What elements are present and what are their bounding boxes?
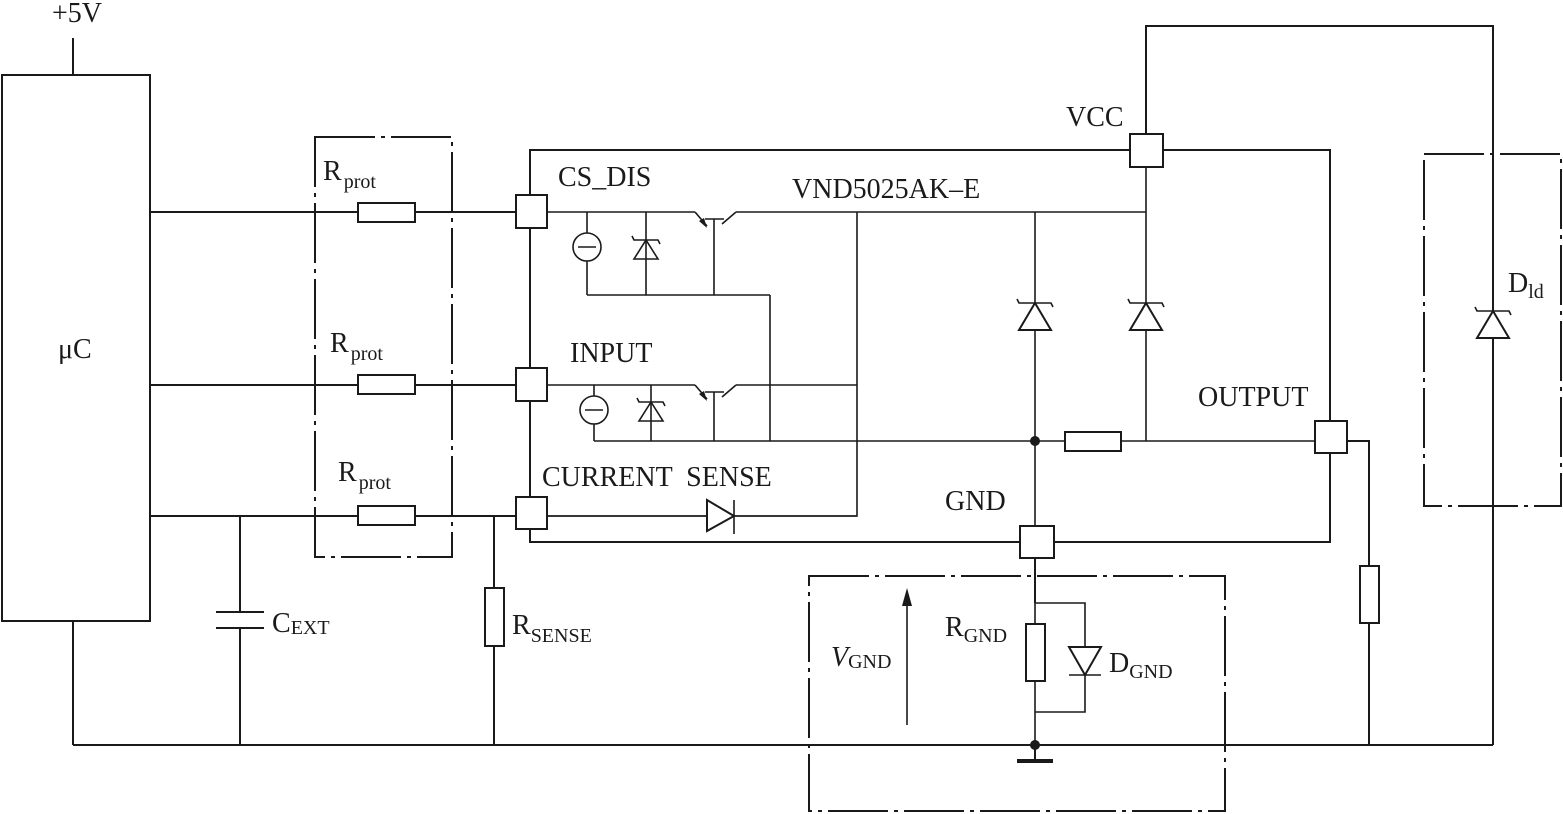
in-zener-icon (637, 400, 665, 422)
device-label: VND5025AK–E (792, 174, 980, 205)
clamp-diode-2-icon (1128, 301, 1164, 331)
output-label: OUTPUT (1198, 382, 1308, 413)
cs-zener-bar (631, 235, 661, 245)
clamp-diode-1-icon (1017, 301, 1053, 331)
vgnd-arrow-icon (902, 588, 912, 606)
sense-diode-icon (706, 498, 737, 533)
cs-zener-icon (632, 238, 660, 260)
dld-enclosure (1423, 153, 1562, 507)
gnd-network-enclosure (808, 575, 1226, 812)
vcc-supply-wire (1145, 25, 1494, 745)
clamp-diode-1-bar (1016, 298, 1054, 308)
cext-label: CEXT (272, 608, 330, 639)
cs-transistor-arrow-icon (699, 218, 707, 228)
output-load-wire (1347, 440, 1370, 566)
rsense-resistor (484, 587, 505, 647)
dgnd-diode-icon (1067, 646, 1103, 678)
in-zener-bar (636, 397, 666, 407)
current-sense-label: CURRENT SENSE (542, 462, 772, 493)
pin-cs-dis (515, 194, 548, 229)
microcontroller-label: μC (58, 334, 92, 365)
pin-input (515, 367, 548, 402)
output-load-resistor (1359, 565, 1380, 624)
pin-vcc (1129, 133, 1164, 168)
cs-transistor-collector (721, 211, 737, 225)
vcc-label: VCC (1066, 102, 1124, 133)
in-transistor-arrow-icon (699, 391, 707, 401)
rprot-enclosure (314, 136, 453, 558)
rprot-resistor-2 (357, 374, 416, 395)
dld-label: Dld (1508, 268, 1544, 303)
in-transistor-collector (721, 384, 737, 398)
pin-output (1314, 420, 1348, 454)
input-label: INPUT (570, 338, 652, 369)
rprot-resistor-1 (357, 202, 416, 223)
device-outline-right (1054, 149, 1331, 543)
pin-current-sense (515, 496, 548, 530)
dld-diode-bar (1474, 306, 1512, 316)
rgnd-resistor (1025, 623, 1046, 682)
dgnd-label: DGND (1109, 648, 1173, 683)
vgnd-label: VGND (831, 642, 891, 673)
internal-resistor (1064, 431, 1122, 452)
device-outline (529, 149, 1130, 543)
pin-gnd (1019, 525, 1055, 559)
dld-diode-icon (1475, 309, 1511, 339)
clamp-diode-2-bar (1127, 298, 1165, 308)
supply-label: +5V (52, 0, 102, 29)
rgnd-label: RGND (945, 612, 1007, 647)
rprot-resistor-3 (357, 505, 416, 526)
rsense-label: RSENSE (512, 610, 592, 647)
gnd-label: GND (945, 486, 1006, 517)
microcontroller-box (1, 74, 151, 622)
cs-dis-label: CS_DIS (558, 162, 651, 193)
